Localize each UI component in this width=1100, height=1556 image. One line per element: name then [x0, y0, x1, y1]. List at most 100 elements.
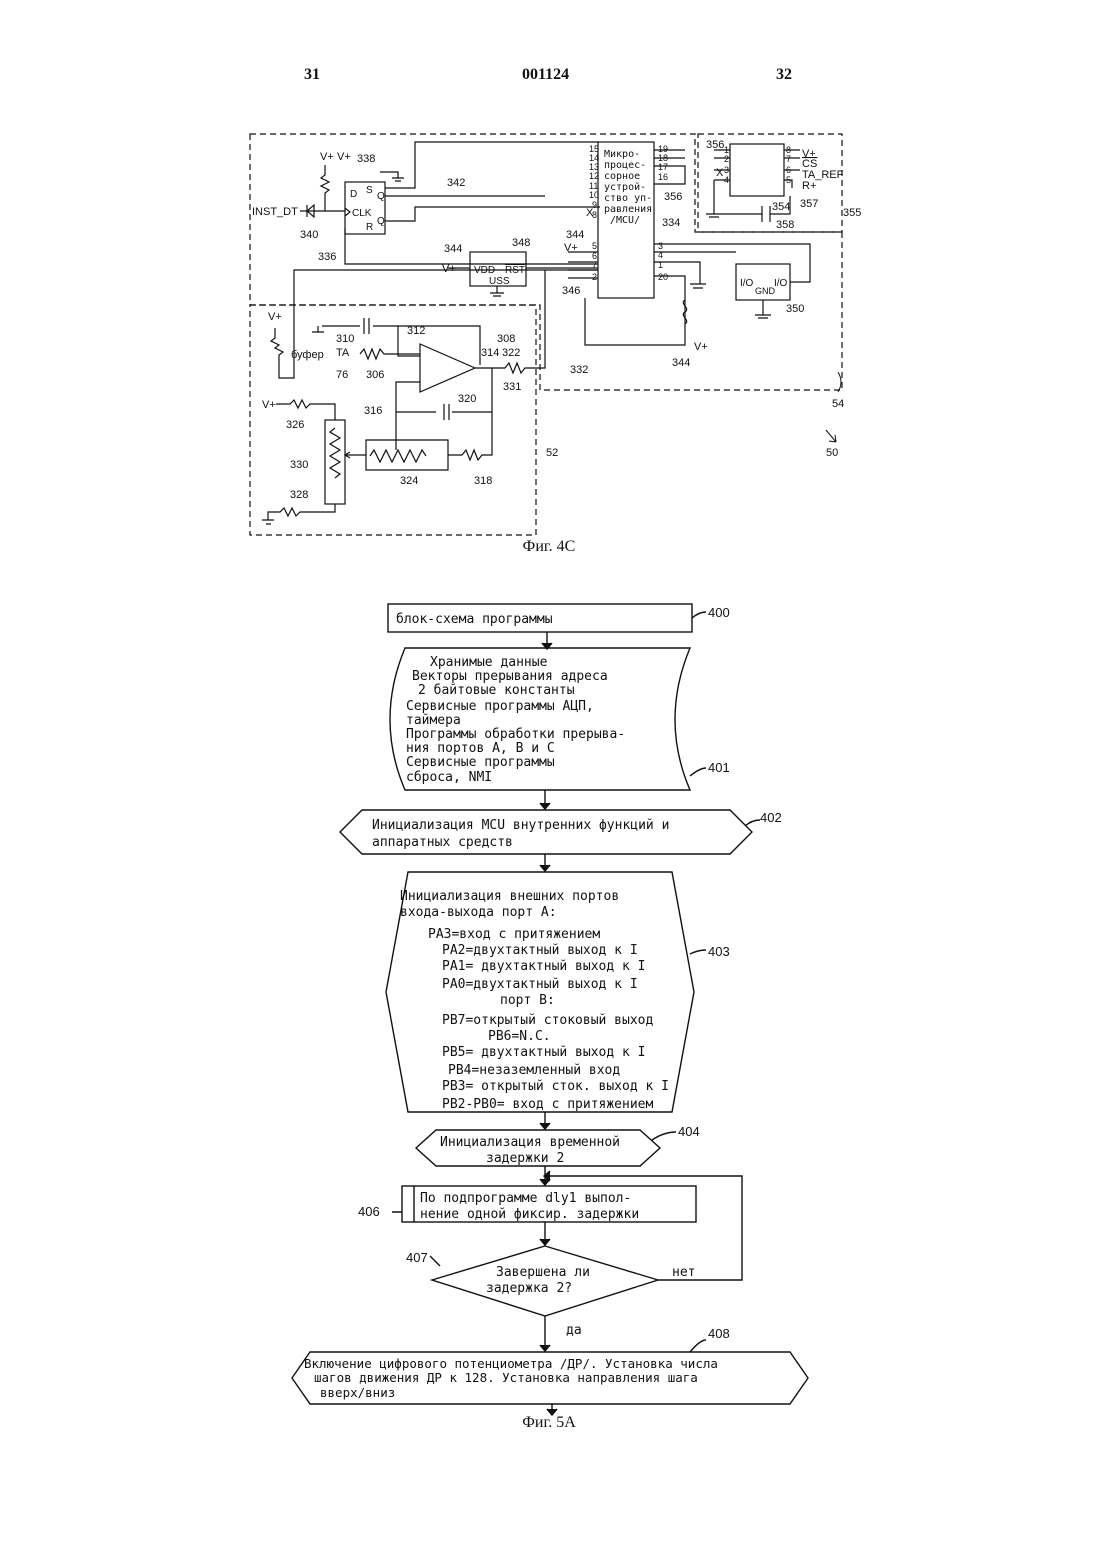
mcu-pin-16: 16 [658, 172, 668, 182]
ref-342: 342 [447, 177, 465, 189]
chip-pin-2: 2 [724, 154, 729, 164]
block-403-line-10: PB5= двухтактный выход к I [442, 1045, 646, 1060]
block-404-ref: 404 [678, 1124, 700, 1139]
block-403-line-11: PB4=незаземленный вход [448, 1063, 620, 1078]
chip-pin-6: 6 [786, 165, 791, 175]
block-403-line-12: PB3= открытый сток. выход к I [442, 1079, 669, 1094]
mcu-pin-2: 2 [592, 272, 597, 282]
label-gnd: GND [755, 286, 776, 296]
block-403-line-13: PB2-PB0= вход с притяжением [442, 1097, 653, 1112]
block-400-ref: 400 [708, 605, 730, 620]
mcu-text-6: равления [604, 204, 652, 215]
mcu-pin-17: 17 [658, 162, 668, 172]
label-x-chip: X [716, 167, 724, 179]
ref-328: 328 [290, 489, 308, 501]
ff-d: D [350, 189, 357, 200]
label-ta: TA [336, 347, 350, 359]
ff-q: Q [377, 191, 385, 202]
mcu-pin-5: 5 [592, 241, 597, 251]
ref-344c: 344 [672, 357, 690, 369]
block-403-line-4: PA2=двухтактный выход к I [442, 943, 638, 958]
ref-354: 354 [772, 201, 790, 213]
label-io-left: I/O [740, 278, 754, 289]
block-406-line-1: По подпрограмме dly1 выпол- [420, 1191, 631, 1206]
branch-yes: да [566, 1323, 582, 1338]
ref-338: 338 [357, 153, 375, 165]
ref-336: 336 [318, 251, 336, 263]
label-rst: RST [505, 265, 525, 276]
ref-54: 54 [832, 398, 844, 410]
block-401-ref: 401 [708, 760, 730, 775]
figure-4c-caption: Фиг. 4С [449, 538, 649, 556]
mcu-text-7: /MCU/ [610, 215, 640, 226]
block-403-line-3: PA3=вход с притяжением [428, 927, 600, 942]
block-406-line-2: нение одной фиксир. задержки [420, 1207, 639, 1222]
block-401-line-8: Сервисные программы [406, 755, 555, 770]
ref-322: 322 [502, 347, 520, 359]
mcu-pin-1: 1 [658, 260, 663, 270]
label-vplus-rst: V+ [442, 263, 456, 275]
block-401-line-9: сброса, NMI [406, 770, 492, 785]
block-408-line-1: Включение цифрового потенциометра /ДР/. … [304, 1356, 718, 1371]
ref-348: 348 [512, 237, 530, 249]
label-inst-dt: INST_DT [252, 206, 298, 218]
label-vplus-2: V+ [337, 151, 351, 163]
ref-50: 50 [826, 447, 838, 459]
mcu-text-1: Микро- [604, 149, 640, 160]
mcu-pin-10: 10 [589, 190, 599, 200]
chip-354 [730, 144, 784, 196]
ref-76: 76 [336, 369, 348, 381]
block-404-line-1: Инициализация временной [440, 1135, 620, 1150]
block-407-ref: 407 [406, 1250, 428, 1265]
block-408-line-2: шагов движения ДР к 128. Установка напра… [314, 1370, 698, 1385]
mcu-pin-12: 12 [589, 171, 599, 181]
ref-356a: 356 [664, 191, 682, 203]
ref-334: 334 [662, 217, 680, 229]
block-407-line-1: Завершена ли [496, 1265, 590, 1280]
op-amp-314 [420, 344, 475, 392]
label-uss: USS [489, 276, 510, 287]
mcu-text-5: ство уп- [604, 193, 652, 204]
arrow-50 [826, 430, 836, 442]
label-vplus-1: V+ [320, 151, 334, 163]
figure-5a-caption: Фиг. 5А [449, 1414, 649, 1432]
block-401-line-4: Сервисные программы АЦП, [406, 699, 594, 714]
block-408-line-3: вверх/вниз [320, 1385, 395, 1400]
label-vplus-pullup: V+ [694, 341, 708, 353]
mcu-text-3: сорное [604, 171, 640, 182]
ff-clk: CLK [352, 208, 372, 219]
label-rplus: R+ [802, 180, 816, 192]
block-403-line-8: PB7=открытый стоковый выход [442, 1013, 653, 1028]
block-408-ref: 408 [708, 1326, 730, 1341]
branch-no: нет [672, 1265, 695, 1280]
block-403-line-6: PA0=двухтактный выход к I [442, 977, 638, 992]
label-x-mcu: X [586, 207, 594, 219]
potentiometer-330 [325, 420, 345, 504]
ref-320: 320 [458, 393, 476, 405]
ref-350: 350 [786, 303, 804, 315]
ref-332: 332 [570, 364, 588, 376]
chip-pin-7: 7 [786, 154, 791, 164]
block-406-ref: 406 [358, 1204, 380, 1219]
block-400-text: блок-схема программы [396, 612, 553, 627]
label-io-right: I/O [774, 278, 788, 289]
block-402-line-1: Инициализация MCU внутренних функций и [372, 818, 669, 833]
ref-326: 326 [286, 419, 304, 431]
block-401-line-6: Программы обработки прерыва- [406, 727, 625, 742]
ref-316: 316 [364, 405, 382, 417]
label-vplus-mcu: V+ [564, 242, 578, 254]
ref-312: 312 [407, 325, 425, 337]
block-401-line-5: таймера [406, 713, 461, 728]
ref-306: 306 [366, 369, 384, 381]
ref-331: 331 [503, 381, 521, 393]
block-403-line-1: Инициализация внешних портов [400, 889, 619, 904]
label-buffer: буфер [291, 349, 324, 361]
mcu-text-4: устрой- [604, 181, 646, 193]
block-401-line-1: Хранимые данные [430, 655, 548, 670]
chip-pin-3: 3 [724, 165, 729, 175]
ref-356b: 356 [706, 139, 724, 151]
ref-314: 314 [481, 347, 499, 359]
ff-qbar: Q [377, 216, 385, 227]
ff-s: S [366, 185, 373, 196]
label-vplus-buffer: V+ [268, 311, 282, 323]
